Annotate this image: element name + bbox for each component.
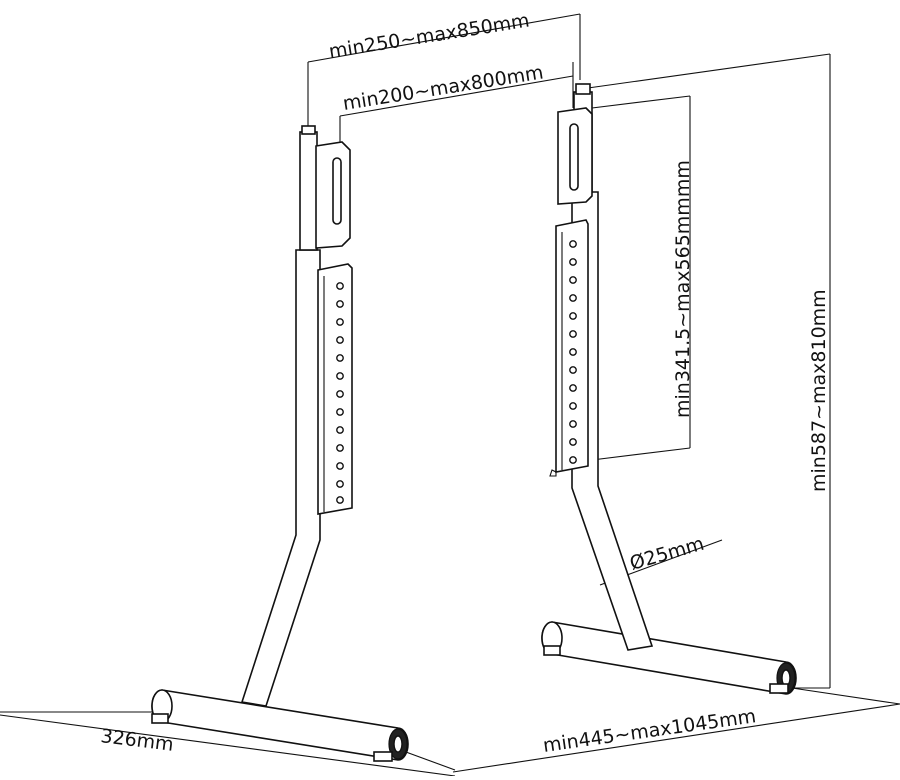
left-bracket-holes	[336, 282, 344, 504]
dimension-bracket-height: min341.5~max565mmmm	[591, 95, 694, 461]
overall-height-label: min587~max810mm	[808, 289, 830, 492]
dimension-overall-height: min587~max810mm	[587, 53, 831, 689]
dimension-base-width: min445~max1045mm	[452, 687, 900, 773]
right-leg	[541, 83, 797, 695]
foot-depth-label: 326mm	[99, 725, 174, 756]
right-bracket-holes	[569, 240, 577, 464]
tube-diameter-label: Ø25mm	[627, 533, 706, 575]
dimension-inner-width: min200~max800mm	[339, 61, 574, 148]
outer-width-label: min250~max850mm	[327, 9, 531, 62]
left-leg	[151, 125, 409, 762]
base-width-label: min445~max1045mm	[542, 705, 758, 757]
bracket-height-label: min341.5~max565mmmm	[672, 160, 694, 418]
inner-width-label: min200~max800mm	[341, 61, 545, 114]
